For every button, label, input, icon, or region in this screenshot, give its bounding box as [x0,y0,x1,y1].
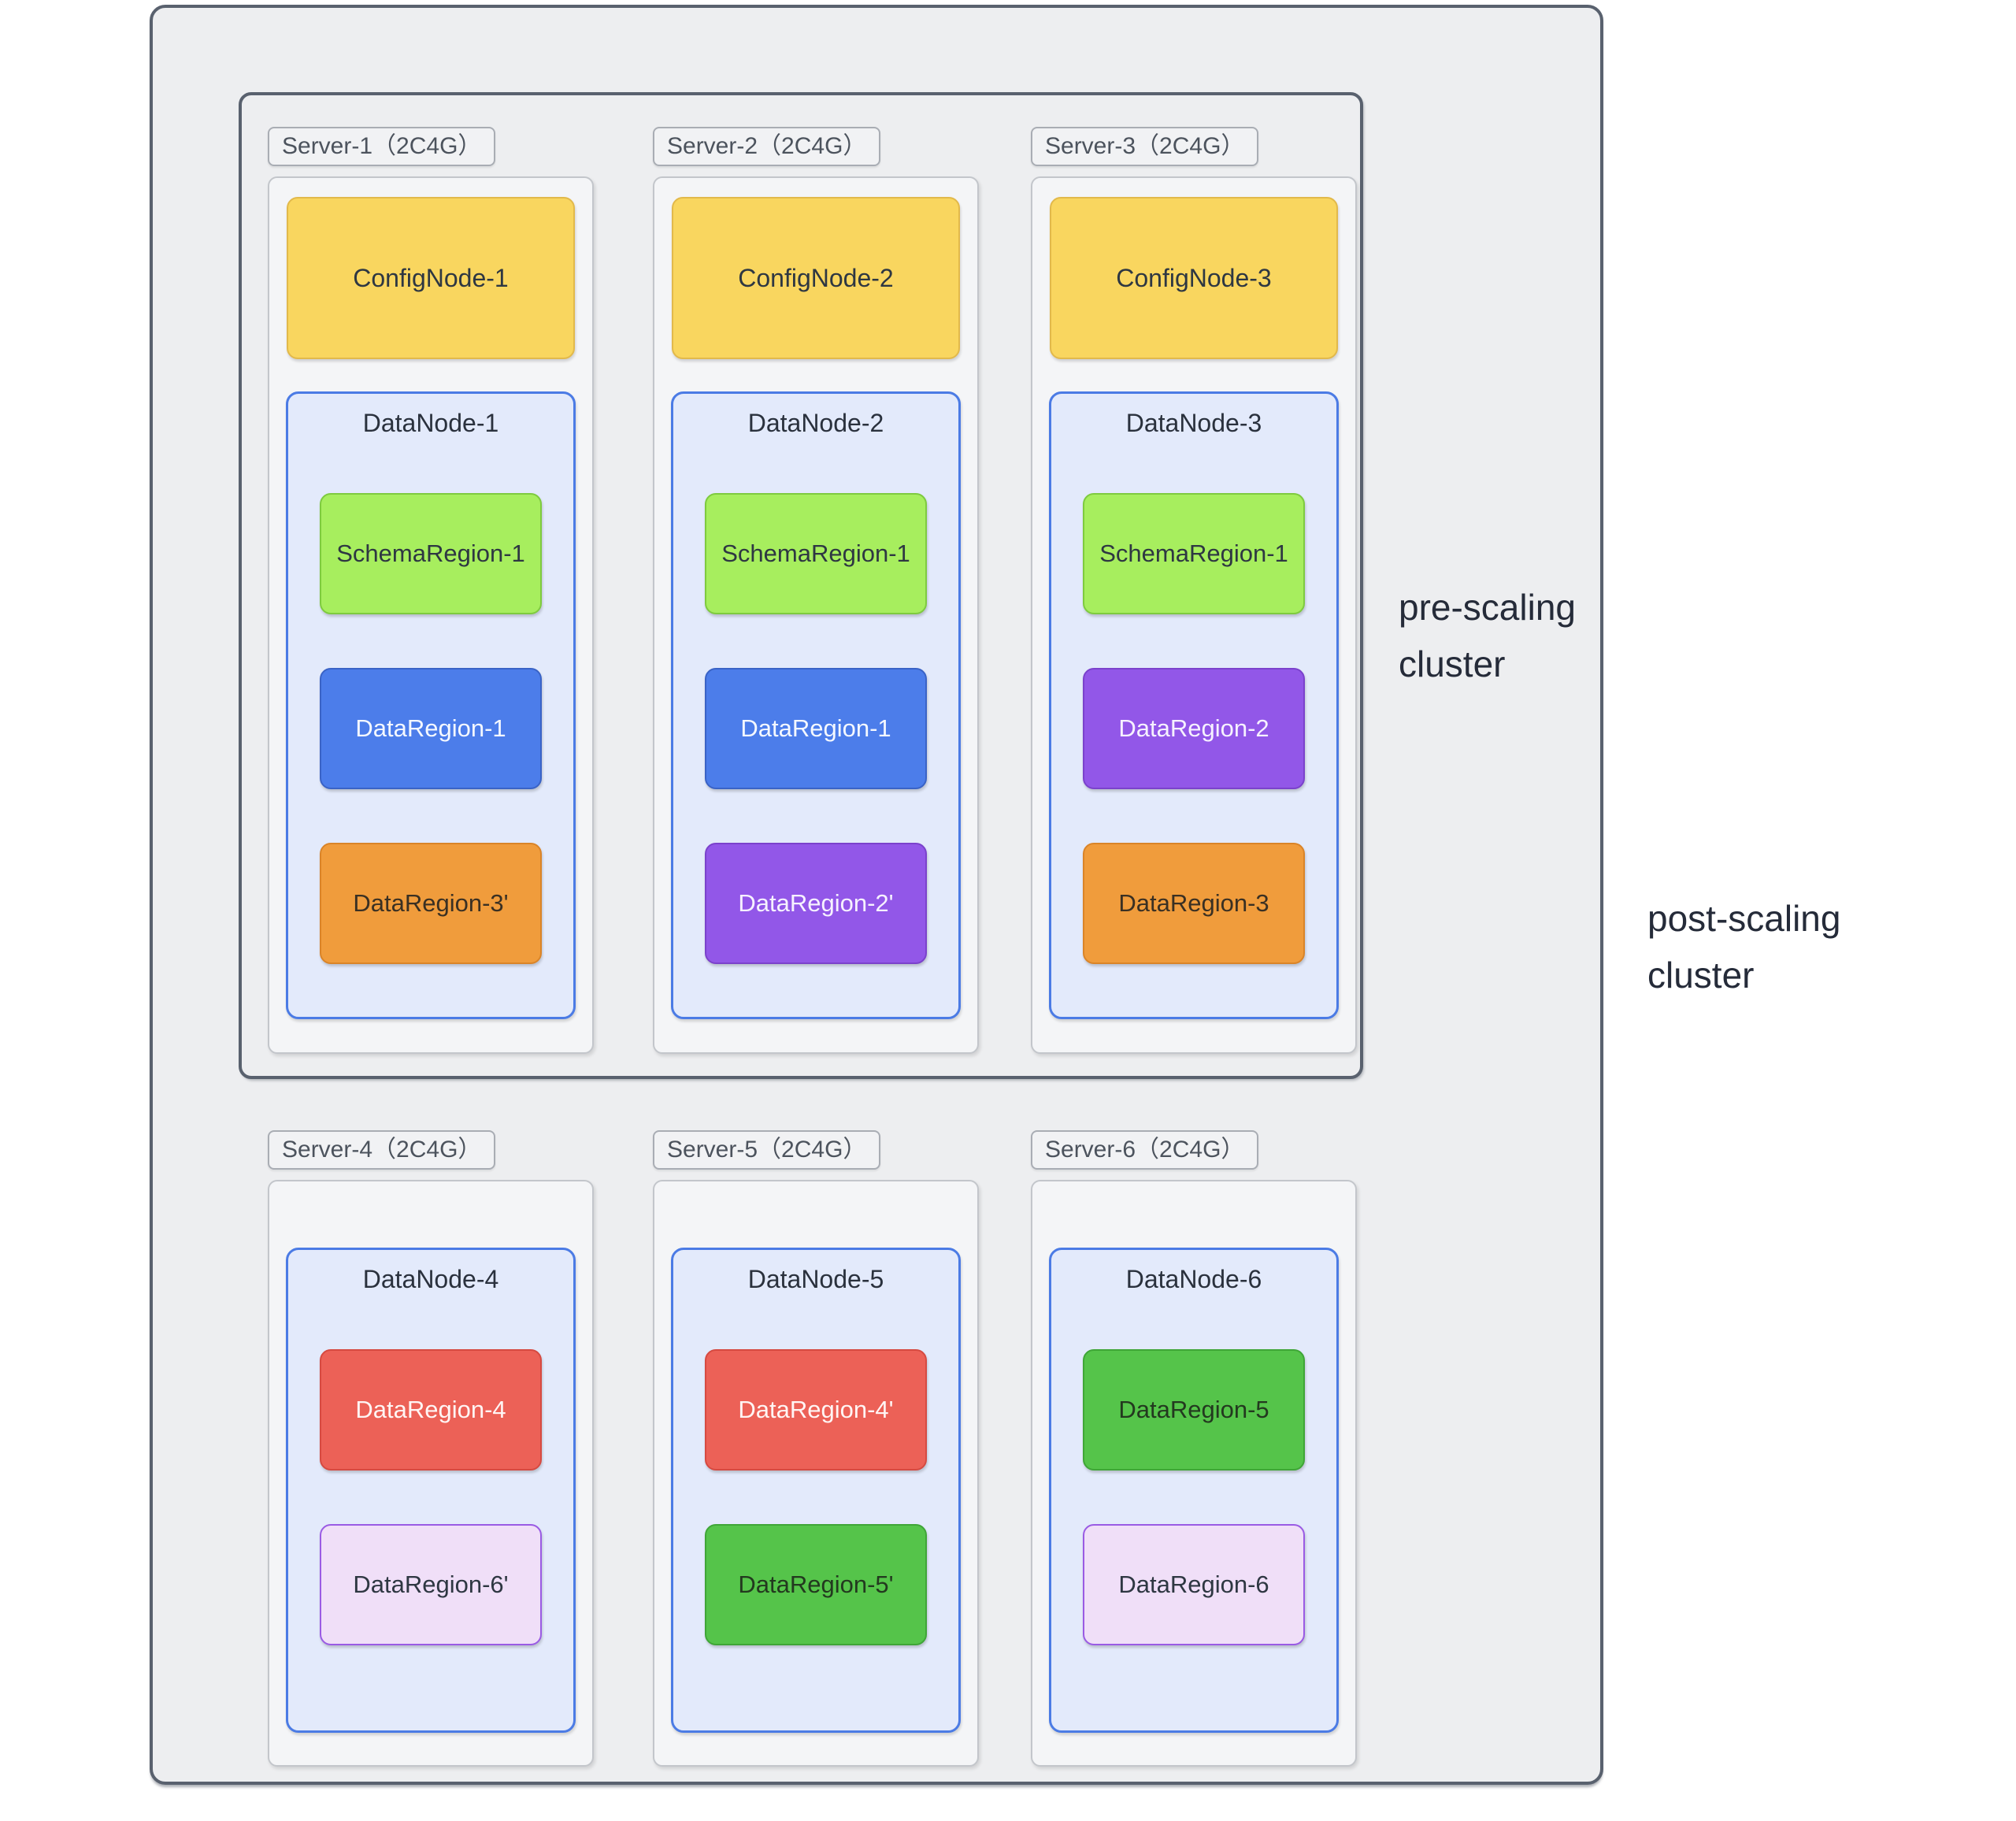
data-region-box: DataRegion-3 [1083,843,1305,964]
data-region-box: DataRegion-4 [320,1349,542,1471]
server-5-column: Server-5（2C4G） DataNode-5 DataRegion-4' … [653,1130,979,1767]
pre-scaling-annotation-line2: cluster [1399,643,1506,684]
server-4-column: Server-4（2C4G） DataNode-4 DataRegion-4 D… [268,1130,594,1767]
server-2-column: Server-2（2C4G） ConfigNode-2 DataNode-2 S… [653,127,979,1054]
server-1-box: ConfigNode-1 DataNode-1 SchemaRegion-1 D… [268,176,594,1054]
data-region-box: DataRegion-6' [320,1524,542,1645]
schema-region-box: SchemaRegion-1 [705,493,927,614]
server-1-column: Server-1（2C4G） ConfigNode-1 DataNode-1 S… [268,127,594,1054]
config-node-1: ConfigNode-1 [287,197,575,359]
post-scaling-annotation-line1: post-scaling [1647,898,1841,939]
config-node-2: ConfigNode-2 [672,197,960,359]
pre-scaling-annotation-line1: pre-scaling [1399,587,1576,628]
data-node-3-title: DataNode-3 [1125,409,1262,437]
server-2-label: Server-2（2C4G） [653,127,881,166]
server-4-label: Server-4（2C4G） [268,1130,496,1170]
server-3-box: ConfigNode-3 DataNode-3 SchemaRegion-1 D… [1031,176,1357,1054]
schema-region-box: SchemaRegion-1 [1083,493,1305,614]
data-node-4: DataNode-4 DataRegion-4 DataRegion-6' [286,1248,576,1733]
data-node-6: DataNode-6 DataRegion-5 DataRegion-6 [1049,1248,1339,1733]
schema-region-box: SchemaRegion-1 [320,493,542,614]
data-node-4-title: DataNode-4 [362,1265,499,1293]
server-3-column: Server-3（2C4G） ConfigNode-3 DataNode-3 S… [1031,127,1357,1054]
server-1-label: Server-1（2C4G） [268,127,496,166]
data-node-2-title: DataNode-2 [747,409,884,437]
server-6-box: DataNode-6 DataRegion-5 DataRegion-6 [1031,1180,1357,1767]
data-node-5-title: DataNode-5 [747,1265,884,1293]
data-region-box: DataRegion-2' [705,843,927,964]
data-node-6-title: DataNode-6 [1125,1265,1262,1293]
data-region-box: DataRegion-5 [1083,1349,1305,1471]
server-6-label: Server-6（2C4G） [1031,1130,1259,1170]
data-region-box: DataRegion-2 [1083,668,1305,789]
config-node-3: ConfigNode-3 [1050,197,1338,359]
server-5-box: DataNode-5 DataRegion-4' DataRegion-5' [653,1180,979,1767]
data-region-box: DataRegion-1 [320,668,542,789]
server-4-box: DataNode-4 DataRegion-4 DataRegion-6' [268,1180,594,1767]
pre-scaling-cluster-annotation: pre-scaling cluster [1399,579,1576,692]
server-6-column: Server-6（2C4G） DataNode-6 DataRegion-5 D… [1031,1130,1357,1767]
data-region-box: DataRegion-5' [705,1524,927,1645]
data-node-1-title: DataNode-1 [362,409,499,437]
data-region-box: DataRegion-6 [1083,1524,1305,1645]
server-3-label: Server-3（2C4G） [1031,127,1259,166]
post-scaling-cluster-annotation: post-scaling cluster [1647,890,1840,1003]
data-region-box: DataRegion-4' [705,1349,927,1471]
post-scaling-annotation-line2: cluster [1647,955,1755,996]
data-region-box: DataRegion-1 [705,668,927,789]
data-node-1: DataNode-1 SchemaRegion-1 DataRegion-1 D… [286,391,576,1019]
server-2-box: ConfigNode-2 DataNode-2 SchemaRegion-1 D… [653,176,979,1054]
data-node-3: DataNode-3 SchemaRegion-1 DataRegion-2 D… [1049,391,1339,1019]
data-region-box: DataRegion-3' [320,843,542,964]
data-node-2: DataNode-2 SchemaRegion-1 DataRegion-1 D… [671,391,961,1019]
data-node-5: DataNode-5 DataRegion-4' DataRegion-5' [671,1248,961,1733]
server-5-label: Server-5（2C4G） [653,1130,881,1170]
